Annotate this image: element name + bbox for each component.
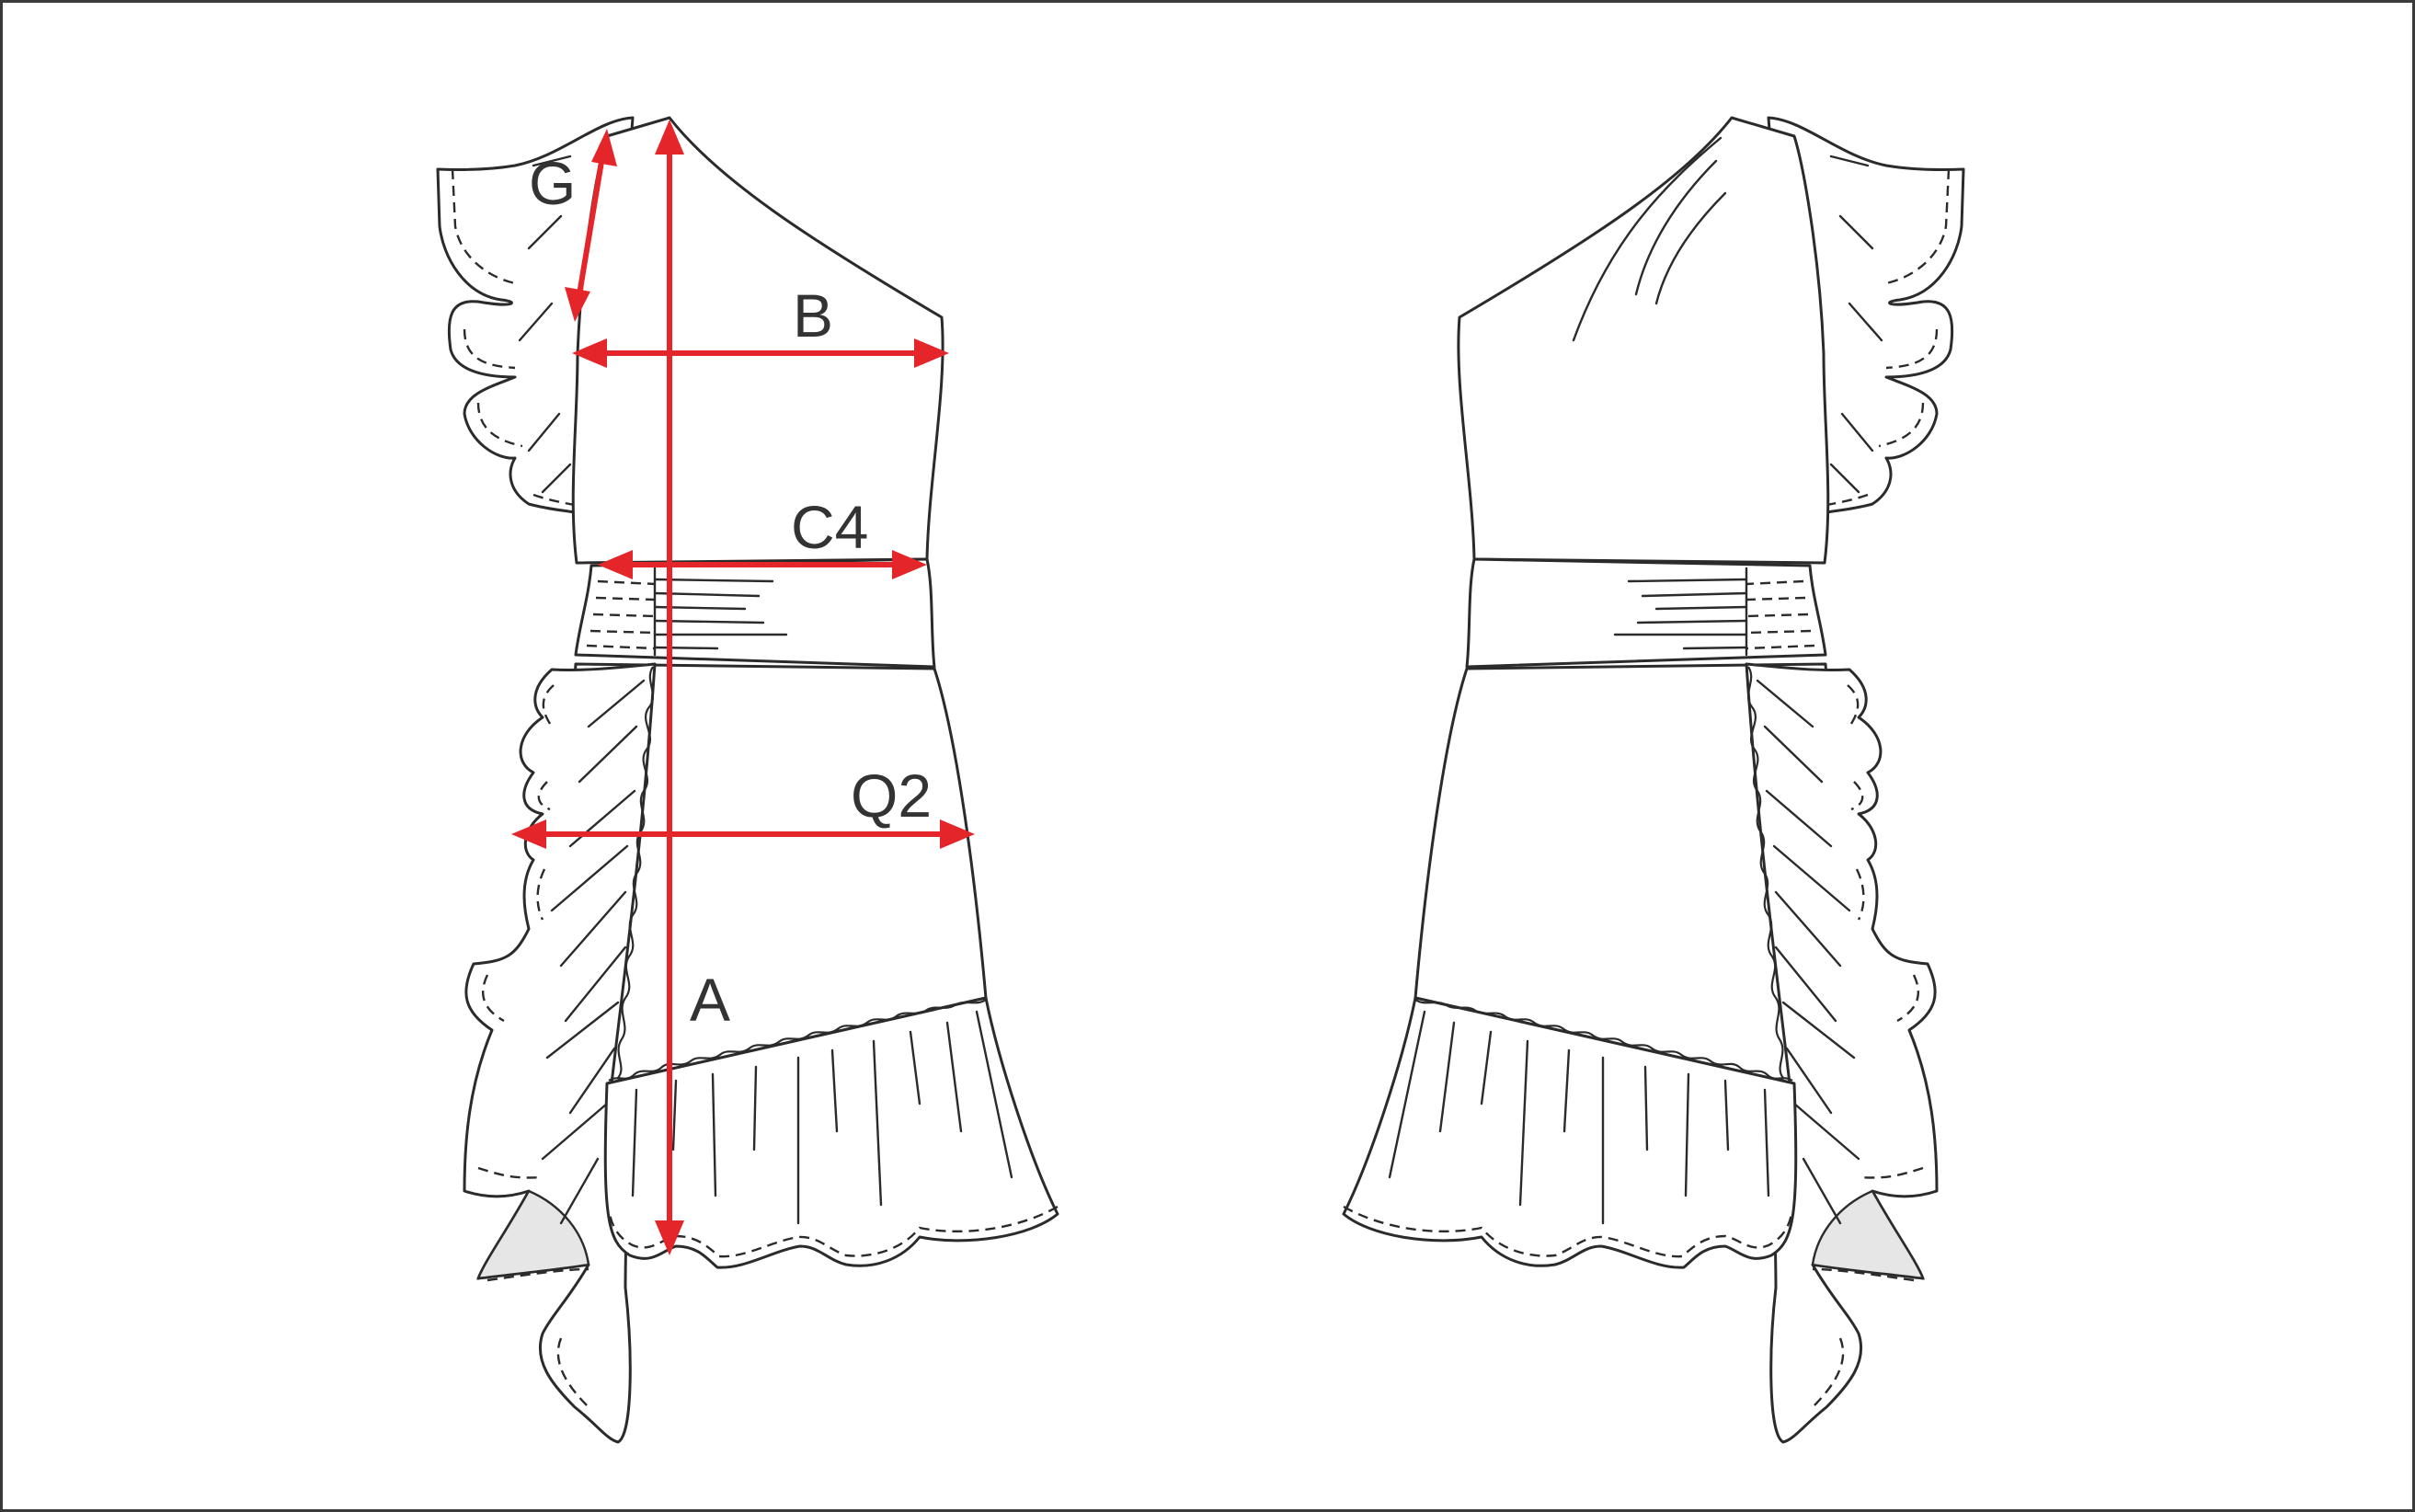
measurement-a-label: A bbox=[690, 966, 730, 1034]
measurement-g-arrow bbox=[565, 129, 617, 322]
measurement-a-arrow bbox=[655, 120, 684, 1255]
measurement-g-label: G bbox=[529, 149, 576, 217]
measurement-c4-arrow bbox=[598, 550, 927, 579]
back-view bbox=[1342, 116, 1965, 1444]
measurement-b-arrow bbox=[572, 338, 949, 368]
measurement-c4-label: C4 bbox=[791, 493, 868, 561]
measurement-q2-label: Q2 bbox=[851, 762, 932, 830]
front-view: G B C4 Q2 A bbox=[436, 116, 1059, 1444]
measurement-b-label: B bbox=[793, 281, 833, 349]
measurement-q2-arrow bbox=[511, 819, 975, 849]
